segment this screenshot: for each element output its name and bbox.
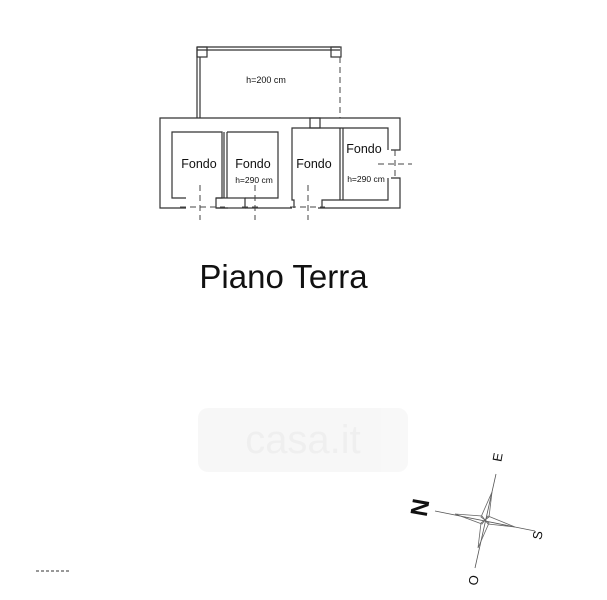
compass-n: N (406, 497, 436, 519)
room-label-4: Fondo (346, 142, 381, 156)
room-3 (291, 127, 389, 208)
compass-o: O (465, 574, 482, 587)
room-label-3: Fondo (296, 157, 331, 171)
compass-s: S (529, 529, 545, 540)
threshold (215, 197, 246, 209)
height-upper: h=200 cm (246, 75, 286, 85)
page-title: Piano Terra (199, 258, 368, 295)
compass-rose-icon: N E S O (406, 451, 546, 586)
compass-e: E (489, 451, 505, 462)
watermark-text: casa.it (245, 417, 361, 462)
room-label-2: Fondo (235, 157, 270, 171)
height-room-2: h=290 cm (235, 175, 273, 185)
watermark: casa.it (198, 408, 408, 472)
upper-space (196, 46, 342, 118)
height-room-4: h=290 cm (347, 174, 385, 184)
room-2 (227, 131, 279, 199)
room-label-1: Fondo (181, 157, 216, 171)
